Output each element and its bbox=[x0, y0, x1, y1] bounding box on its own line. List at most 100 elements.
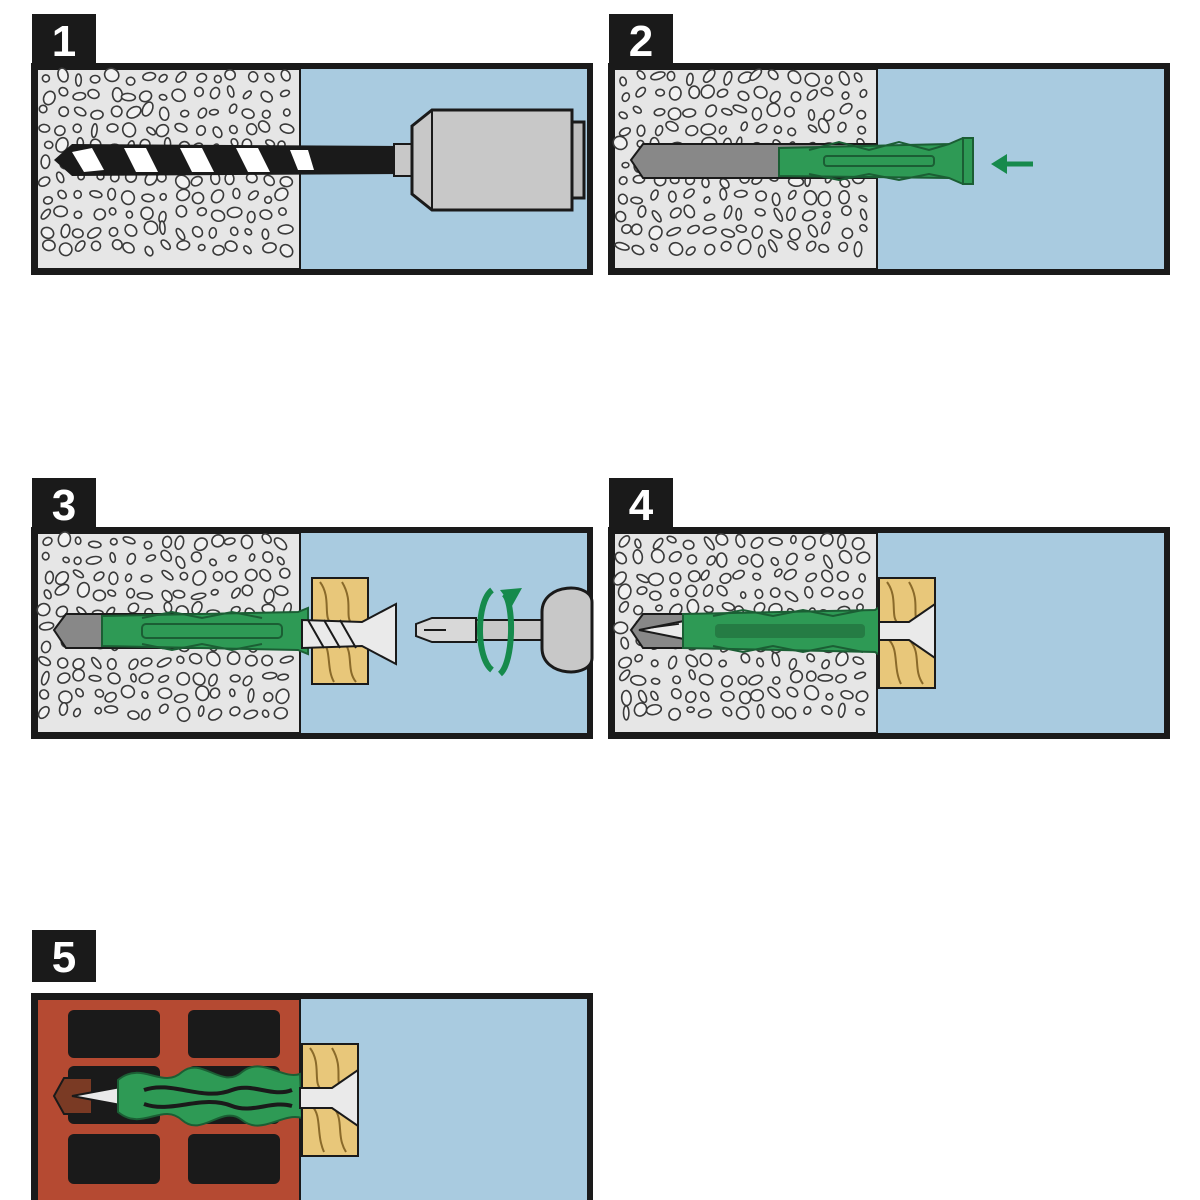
pebble bbox=[158, 674, 170, 683]
pebble bbox=[612, 135, 628, 151]
pebble bbox=[160, 239, 172, 251]
pebble bbox=[617, 193, 629, 205]
pebble bbox=[244, 568, 258, 582]
pebble bbox=[648, 225, 663, 241]
pebble bbox=[136, 591, 154, 600]
pebble bbox=[57, 672, 71, 684]
pebble bbox=[122, 241, 135, 254]
pebble bbox=[655, 88, 666, 97]
pebble bbox=[720, 690, 735, 702]
pebble bbox=[109, 537, 118, 546]
pebble bbox=[111, 87, 124, 103]
pebble bbox=[750, 536, 764, 550]
pebble bbox=[821, 221, 831, 235]
pebble bbox=[42, 536, 53, 547]
pebble bbox=[632, 549, 644, 565]
pebble bbox=[243, 245, 252, 255]
pebble bbox=[818, 243, 830, 253]
pebble bbox=[193, 537, 208, 552]
pebble bbox=[248, 553, 256, 562]
pebble bbox=[90, 240, 102, 252]
pebble bbox=[686, 554, 698, 565]
pebble bbox=[621, 92, 631, 103]
pebble bbox=[698, 673, 714, 686]
pebble bbox=[261, 109, 271, 119]
pebble bbox=[723, 204, 733, 220]
pebble bbox=[632, 105, 643, 114]
pebble bbox=[773, 125, 783, 135]
pebble bbox=[841, 227, 854, 240]
pebble bbox=[667, 107, 682, 121]
pebble bbox=[737, 555, 749, 565]
pebble bbox=[650, 548, 665, 564]
pebble bbox=[274, 187, 289, 202]
pebble bbox=[635, 86, 647, 98]
pebble bbox=[197, 705, 205, 718]
screw-icon bbox=[299, 1068, 359, 1128]
pebble bbox=[85, 555, 103, 565]
pebble bbox=[71, 228, 84, 239]
pebble bbox=[156, 657, 172, 668]
pebble bbox=[817, 117, 830, 134]
pebble bbox=[614, 551, 628, 565]
pebble bbox=[87, 88, 100, 100]
pebble bbox=[740, 121, 749, 132]
pebble bbox=[279, 655, 294, 664]
pebble bbox=[280, 69, 291, 82]
pebble bbox=[228, 688, 236, 698]
pebble bbox=[58, 106, 70, 118]
pebble bbox=[817, 190, 832, 207]
pebble bbox=[40, 640, 52, 654]
pebble bbox=[735, 207, 743, 221]
pebble bbox=[720, 240, 732, 252]
pebble bbox=[737, 238, 752, 255]
pebble bbox=[157, 687, 173, 700]
pebble bbox=[754, 588, 764, 600]
pebble bbox=[209, 86, 221, 100]
pebble bbox=[666, 535, 677, 544]
pebble bbox=[74, 536, 82, 546]
pebble bbox=[241, 584, 254, 597]
pebble bbox=[650, 659, 659, 668]
pebble bbox=[749, 688, 765, 702]
pebble bbox=[836, 533, 847, 549]
pebble bbox=[76, 581, 91, 598]
pebble bbox=[668, 86, 682, 101]
pebble bbox=[41, 74, 51, 83]
step-2-panel: 2 bbox=[608, 14, 1170, 284]
pebble bbox=[853, 671, 867, 680]
pebble bbox=[273, 537, 288, 551]
pebble bbox=[158, 93, 168, 101]
pebble bbox=[771, 651, 781, 667]
pebble bbox=[197, 243, 206, 252]
pebble bbox=[155, 123, 170, 138]
pebble bbox=[211, 534, 225, 548]
pebble bbox=[773, 207, 784, 222]
pebble bbox=[771, 192, 781, 207]
pebble bbox=[687, 570, 701, 583]
pebble bbox=[53, 205, 69, 218]
pebble bbox=[755, 123, 768, 134]
step-1-panel: 1 bbox=[31, 14, 593, 284]
pebble bbox=[822, 210, 832, 219]
pebble bbox=[58, 701, 69, 717]
pebble bbox=[55, 136, 69, 153]
pebble bbox=[121, 122, 137, 138]
pebble bbox=[722, 706, 733, 717]
pebble bbox=[94, 706, 103, 715]
pebble bbox=[158, 73, 168, 83]
pebble bbox=[56, 657, 69, 669]
pebble bbox=[40, 154, 51, 170]
pebble bbox=[277, 224, 294, 235]
pebble bbox=[212, 570, 224, 582]
pebble bbox=[58, 242, 73, 257]
pebble bbox=[72, 91, 87, 101]
pebble bbox=[652, 537, 664, 550]
pebble bbox=[276, 556, 285, 566]
pebble bbox=[161, 535, 173, 549]
pebble bbox=[682, 539, 695, 550]
pebble bbox=[619, 76, 628, 87]
pebble bbox=[72, 707, 82, 718]
pebble bbox=[72, 658, 85, 670]
step-badge bbox=[609, 14, 673, 66]
